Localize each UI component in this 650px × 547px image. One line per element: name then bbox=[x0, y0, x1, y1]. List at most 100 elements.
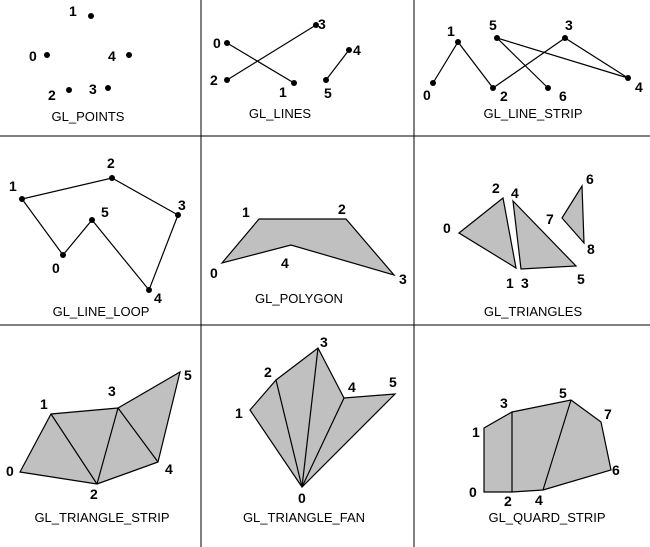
vertex-label: 1 bbox=[447, 23, 455, 39]
vertex-label: 5 bbox=[324, 85, 332, 101]
line-strip bbox=[432, 37, 629, 89]
vertex-label: 2 bbox=[500, 88, 508, 104]
vertex-point bbox=[60, 252, 66, 258]
vertex-label: 2 bbox=[107, 155, 115, 171]
panel-gl-points: 1 0 4 2 3 GL_POINTS bbox=[29, 3, 132, 124]
panel-gl-quard-strip: 0 1 2 3 4 5 6 7 GL_QUARD_STRIP bbox=[469, 385, 620, 525]
strip-edge bbox=[96, 407, 119, 485]
vertex-label: 1 bbox=[9, 178, 17, 194]
vertex-label: 6 bbox=[612, 462, 620, 478]
vertex-point bbox=[105, 85, 111, 91]
vertex-label: 3 bbox=[521, 275, 529, 291]
vertex-label: 5 bbox=[559, 385, 567, 401]
vertex-label: 4 bbox=[165, 461, 173, 477]
vertex-point bbox=[545, 85, 551, 91]
vertex-label: 3 bbox=[500, 395, 508, 411]
panel-caption: GL_TRIANGLE_STRIP bbox=[34, 510, 169, 525]
vertex-point bbox=[291, 80, 297, 86]
vertex-point bbox=[625, 75, 631, 81]
vertex-point bbox=[109, 175, 115, 181]
panel-caption: GL_TRIANGLES bbox=[484, 304, 583, 319]
vertex-label: 6 bbox=[559, 88, 567, 104]
panel-caption: GL_LINE_STRIP bbox=[484, 106, 583, 121]
strip-edge bbox=[542, 399, 572, 491]
vertex-point bbox=[89, 217, 95, 223]
vertex-point bbox=[224, 77, 230, 83]
vertex-point bbox=[66, 87, 72, 93]
polygon-shape bbox=[220, 218, 396, 277]
vertex-label: 2 bbox=[338, 201, 346, 217]
vertex-label: 0 bbox=[469, 484, 477, 500]
triangle-shape bbox=[512, 199, 578, 270]
vertex-label: 3 bbox=[108, 383, 116, 399]
vertex-label: 3 bbox=[178, 197, 186, 213]
vertex-label: 2 bbox=[90, 486, 98, 502]
triangle-strip-shape bbox=[19, 370, 181, 485]
fan-edge bbox=[275, 379, 303, 488]
vertex-point bbox=[146, 287, 152, 293]
fan-edge bbox=[301, 397, 345, 488]
vertex-label: 3 bbox=[565, 17, 573, 33]
vertex-label: 1 bbox=[279, 84, 287, 100]
vertex-label: 1 bbox=[40, 396, 48, 412]
vertex-label: 1 bbox=[506, 275, 514, 291]
vertex-label: 2 bbox=[264, 364, 272, 380]
panel-gl-line-strip: 0 1 2 3 4 5 6 GL_LINE_STRIP bbox=[423, 17, 643, 121]
vertex-label: 4 bbox=[108, 48, 116, 64]
line-segment bbox=[325, 49, 350, 81]
vertex-point bbox=[313, 22, 319, 28]
vertex-label: 0 bbox=[29, 48, 37, 64]
line-loop bbox=[20, 177, 179, 292]
vertex-label: 4 bbox=[511, 185, 519, 201]
vertex-point bbox=[323, 77, 329, 83]
vertex-point bbox=[126, 52, 132, 58]
vertex-point bbox=[455, 39, 461, 45]
vertex-point bbox=[88, 13, 94, 19]
vertex-label: 1 bbox=[242, 204, 250, 220]
vertex-label: 5 bbox=[101, 204, 109, 220]
fan-edge bbox=[301, 347, 319, 488]
vertex-point bbox=[346, 47, 352, 53]
triangle-shape bbox=[561, 184, 585, 245]
vertex-point bbox=[175, 212, 181, 218]
panel-caption: GL_TRIANGLE_FAN bbox=[243, 510, 365, 525]
panel-gl-lines: 0 1 2 3 4 5 GL_LINES bbox=[210, 16, 361, 121]
strip-edge bbox=[50, 413, 98, 485]
vertex-label: 0 bbox=[6, 463, 14, 479]
vertex-label: 5 bbox=[389, 374, 397, 390]
vertex-label: 4 bbox=[281, 255, 289, 271]
vertex-label: 0 bbox=[443, 220, 451, 236]
line-segment bbox=[226, 24, 317, 81]
panel-gl-polygon: 0 1 2 3 4 GL_POLYGON bbox=[210, 201, 407, 306]
vertex-label: 5 bbox=[489, 17, 497, 33]
vertex-label: 0 bbox=[423, 87, 431, 103]
vertex-label: 2 bbox=[210, 72, 218, 88]
triangle-shape bbox=[457, 196, 517, 270]
panel-caption: GL_LINES bbox=[249, 106, 311, 121]
vertex-label: 2 bbox=[492, 180, 500, 196]
vertex-label: 4 bbox=[353, 42, 361, 58]
vertex-label: 2 bbox=[48, 87, 56, 103]
strip-edge bbox=[117, 407, 159, 463]
panel-gl-triangle-strip: 0 1 2 3 4 5 GL_TRIANGLE_STRIP bbox=[6, 367, 192, 525]
line-segment bbox=[226, 42, 295, 84]
vertex-point bbox=[494, 35, 500, 41]
panel-gl-triangle-fan: 0 1 2 3 4 5 GL_TRIANGLE_FAN bbox=[235, 334, 397, 525]
vertex-label: 0 bbox=[213, 35, 221, 51]
vertex-label: 2 bbox=[504, 493, 512, 509]
panel-gl-triangles: 0 1 2 3 4 5 6 7 8 GL_TRIANGLES bbox=[443, 171, 595, 319]
panel-caption: GL_QUARD_STRIP bbox=[488, 510, 605, 525]
vertex-label: 4 bbox=[635, 79, 643, 95]
vertex-label: 7 bbox=[546, 211, 554, 227]
vertex-point bbox=[490, 85, 496, 91]
vertex-label: 4 bbox=[535, 492, 543, 508]
vertex-label: 3 bbox=[89, 81, 97, 97]
vertex-point bbox=[19, 196, 25, 202]
vertex-label: 5 bbox=[577, 271, 585, 287]
vertex-label: 0 bbox=[52, 260, 60, 276]
vertex-label: 4 bbox=[348, 379, 356, 395]
vertex-label: 4 bbox=[154, 290, 162, 306]
